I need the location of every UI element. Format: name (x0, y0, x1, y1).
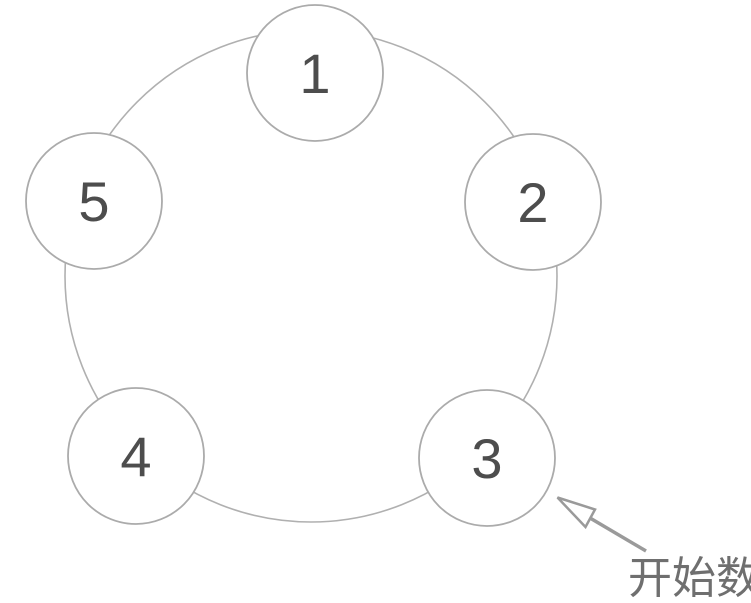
node-2-circle (464, 133, 602, 271)
node-3-circle (418, 389, 556, 527)
node-1-circle (246, 4, 384, 142)
node-3: 3 (418, 389, 556, 527)
arrow-shaft (589, 516, 647, 553)
annotation-start-counting: 开始数 (628, 554, 751, 603)
node-1: 1 (246, 4, 384, 142)
node-5-label: 5 (78, 170, 109, 233)
arrow-head-icon (556, 496, 597, 530)
node-3-label: 3 (471, 427, 502, 490)
node-2-label: 2 (517, 171, 548, 234)
node-2: 2 (464, 133, 602, 271)
start-arrow (556, 496, 647, 553)
node-5: 5 (25, 132, 163, 270)
node-5-circle (25, 132, 163, 270)
node-1-label: 1 (299, 42, 330, 105)
node-4-circle (67, 387, 205, 525)
node-4-label: 4 (120, 425, 151, 488)
node-4: 4 (67, 387, 205, 525)
